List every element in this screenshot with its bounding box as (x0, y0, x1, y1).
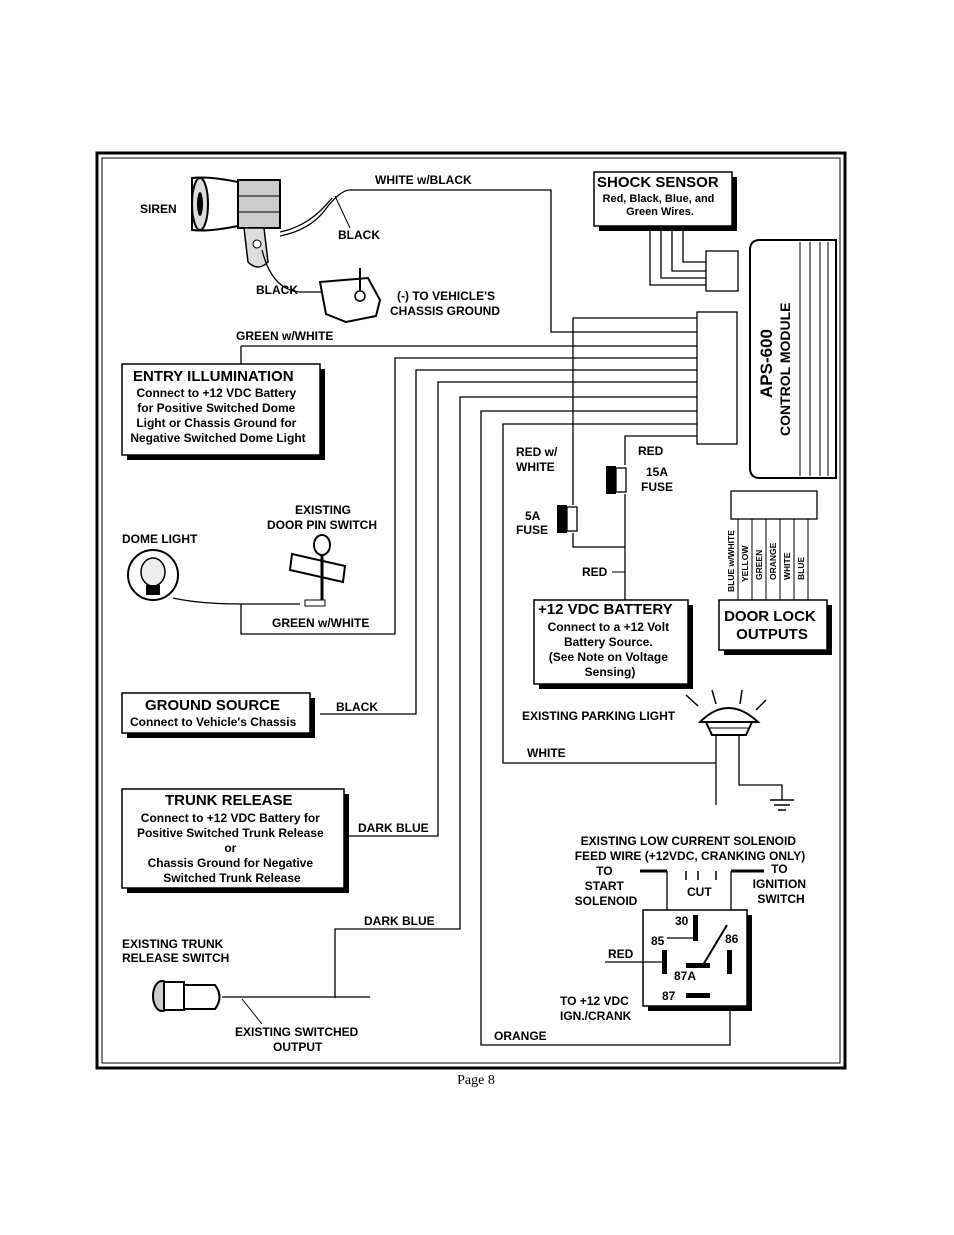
fuse-15a-label: 15A FUSE (641, 465, 673, 494)
red-mid-label: RED (582, 565, 608, 579)
trunk-release-title: TRUNK RELEASE (165, 792, 293, 809)
black3-label: BLACK (336, 700, 378, 714)
siren-icon (191, 176, 281, 268)
wire-dark-blue-2 (334, 396, 697, 998)
to-12v-label: TO +12 VDC IGN./CRANK (560, 994, 632, 1023)
solenoid-label: EXISTING LOW CURRENT SOLENOID FEED WIRE … (575, 834, 806, 863)
dome-light-label: DOME LIGHT (122, 532, 198, 546)
wire-dark-blue-1 (345, 381, 697, 837)
svg-text:DOOR LOCK OUTPUTS: DOOR LOCK OUTPUTS (724, 608, 820, 643)
chassis-ground-icon (318, 268, 382, 324)
cut-label: CUT (687, 885, 712, 899)
relay-pin-87a: 87A (674, 969, 696, 983)
ground-source-title: GROUND SOURCE (145, 697, 280, 714)
trunk-switch-label: EXISTING TRUNK RELEASE SWITCH (122, 937, 229, 965)
dark-blue2-label: DARK BLUE (364, 914, 435, 928)
door-lock-title-0: DOOR LOCK (724, 608, 816, 625)
red-w-white-label: RED w/ WHITE (516, 445, 561, 474)
wire-red-w-white (572, 317, 697, 505)
wire-orange (480, 410, 731, 1046)
door-lock-wire-5: BLUE (796, 557, 806, 580)
switched-output-label: EXISTING SWITCHED OUTPUT (235, 1025, 362, 1054)
wire-black-ground (261, 249, 325, 293)
module-name: CONTROL MODULE (777, 302, 793, 436)
relay-pin-30: 30 (675, 914, 689, 928)
shock-sensor-box: SHOCK SENSOR Red, Black, Blue, and Green… (593, 171, 737, 231)
leader-black1 (334, 195, 351, 229)
wire-black-ground-source (320, 369, 697, 715)
battery-desc: Connect to a +12 Volt Battery Source. (S… (548, 620, 673, 679)
battery-title: +12 VDC BATTERY (538, 601, 673, 618)
door-lock-wire-4: WHITE (782, 552, 792, 580)
door-lock-wire-1: YELLOW (740, 545, 750, 582)
parking-light-label: EXISTING PARKING LIGHT (522, 709, 676, 723)
wire-red (624, 435, 697, 465)
dark-blue1-label: DARK BLUE (358, 821, 429, 835)
green-w-white-top-label: GREEN w/WHITE (236, 329, 333, 343)
entry-illumination-title: ENTRY ILLUMINATION (133, 368, 294, 385)
door-lock-wire-3: ORANGE (768, 542, 778, 580)
red-relay-label: RED (608, 947, 634, 961)
relay-icon: 30 85 86 87A 87 (642, 909, 752, 1011)
door-pin-switch-icon (288, 534, 347, 607)
trunk-switch-icon (152, 980, 221, 1012)
black2-label: BLACK (256, 283, 298, 297)
to-start-label: TO START SOLENOID (575, 864, 638, 908)
door-lock-box: DOOR LOCK OUTPUTS (718, 599, 832, 655)
door-lock-wire-2: GREEN (754, 550, 764, 580)
relay-pin-86: 86 (725, 932, 739, 946)
to-ignition-label: TO IGNITION SWITCH (753, 862, 810, 906)
relay-pin-85: 85 (651, 934, 665, 948)
inner-frame (101, 157, 841, 1064)
entry-illumination-desc: Connect to +12 VDC Battery for Positive … (130, 386, 305, 445)
control-module: APS-600 CONTROL MODULE (749, 239, 837, 479)
parking-light-icon (685, 689, 767, 736)
trunk-release-desc: Connect to +12 VDC Battery for Positive … (137, 811, 327, 885)
module-model: APS-600 (757, 329, 776, 398)
trunk-release-box: TRUNK RELEASE Connect to +12 VDC Battery… (121, 788, 349, 893)
door-lock-wires (737, 519, 809, 600)
siren-label: SIREN (140, 202, 177, 216)
orange-label: ORANGE (494, 1029, 547, 1043)
white-w-black-label: WHITE w/BLACK (375, 173, 472, 187)
door-lock-wire-0: BLUE w/WHITE (726, 530, 736, 592)
white-label: WHITE (527, 746, 566, 760)
ground-source-desc: Connect to Vehicle's Chassis (130, 715, 297, 729)
shock-sensor-desc: Red, Black, Blue, and Green Wires. (603, 193, 718, 218)
entry-illumination-box: ENTRY ILLUMINATION Connect to +12 VDC Ba… (121, 363, 325, 460)
ground-source-box: GROUND SOURCE Connect to Vehicle's Chass… (121, 692, 315, 738)
shock-sensor-title: SHOCK SENSOR (597, 174, 719, 191)
outer-frame (95, 151, 847, 1070)
module-connector (696, 311, 738, 445)
battery-box: +12 VDC BATTERY Connect to a +12 Volt Ba… (533, 599, 693, 689)
wire-white (502, 423, 716, 764)
door-lock-title-1: OUTPUTS (736, 626, 808, 643)
chassis-ground-label: (-) TO VEHICLE'S CHASSIS GROUND (390, 289, 500, 318)
fuse-15a-icon (606, 466, 627, 494)
door-lock-connector (730, 490, 818, 520)
black1-label: BLACK (338, 228, 380, 242)
dome-light-icon (127, 549, 179, 601)
wire-green-w-white (240, 357, 697, 635)
shock-sensor-connector (705, 250, 739, 292)
red-top-label: RED (638, 444, 664, 458)
door-pin-switch-label: EXISTING DOOR PIN SWITCH (267, 503, 377, 532)
fuse-5a-icon (557, 505, 578, 533)
fuse-5a-label: 5A FUSE (516, 509, 548, 537)
relay-pin-87: 87 (662, 989, 676, 1003)
ground-icon (770, 799, 794, 811)
green-w-white-bottom-label: GREEN w/WHITE (272, 616, 369, 630)
wire-white-w-black (279, 189, 697, 333)
page-number: Page 8 (457, 1073, 495, 1088)
